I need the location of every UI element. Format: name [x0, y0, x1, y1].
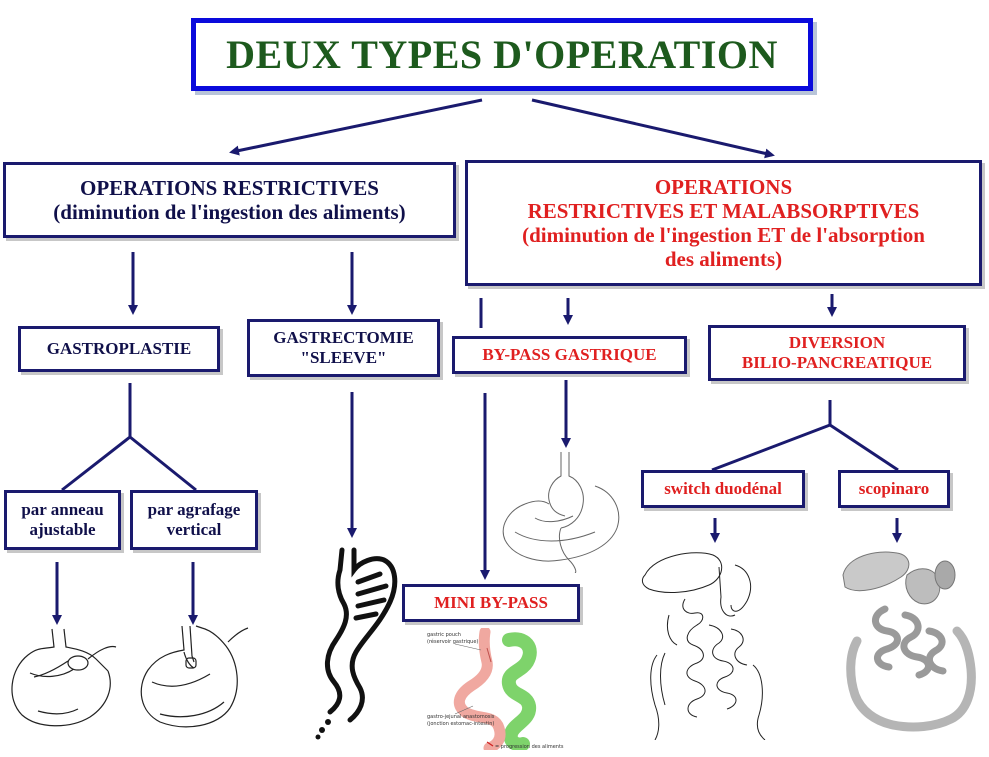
mini-pouch-label: gastric pouch: [427, 632, 461, 638]
anneau-label-line1: par anneau: [21, 500, 104, 520]
sleeve-label-line2: "SLEEVE": [300, 348, 387, 367]
anneau-box: par anneau ajustable: [4, 490, 121, 550]
agrafage-label-line1: par agrafage: [147, 500, 241, 520]
gastroplastie-branch-right: [129, 435, 197, 492]
bypass-box: BY-PASS GASTRIQUE: [452, 336, 687, 374]
mini-anastomosis-label: gastro-jejunal anastomosis: [427, 714, 495, 720]
sleeve-label-line1: GASTRECTOMIE: [273, 328, 414, 348]
sleeve-box: GASTRECTOMIE "SLEEVE": [247, 319, 440, 377]
switch-box: switch duodénal: [641, 470, 805, 508]
scopinaro-illustration: [842, 551, 976, 732]
stomach-ring-illustration: [11, 628, 117, 727]
restrictive-subtitle: (diminution de l'ingestion des aliments): [53, 200, 406, 224]
diagram-title: DEUX TYPES D'OPERATION: [191, 18, 813, 91]
mixed-subtitle-line2: des aliments): [664, 247, 783, 272]
diversion-box: DIVERSION BILIO-PANCREATIQUE: [708, 325, 966, 381]
agrafage-box: par agrafage vertical: [130, 490, 258, 550]
diversion-branch-right: [829, 423, 899, 472]
diversion-label-line1: DIVERSION: [788, 333, 886, 353]
gastroplastie-label: GASTROPLASTIE: [46, 339, 192, 359]
gastroplastie-box: GASTROPLASTIE: [18, 326, 220, 372]
mixed-title-line2: RESTRICTIVES ET MALABSORPTIVES: [527, 198, 920, 223]
mini-bypass-label: MINI BY-PASS: [434, 593, 548, 613]
mixed-operations-box: OPERATIONS RESTRICTIVES ET MALABSORPTIVE…: [465, 160, 982, 286]
liver-shape: [842, 551, 910, 592]
switch-duodenal-illustration: [641, 552, 766, 740]
sleeve-illustration: [315, 547, 398, 740]
mini-anastomosis-label-fr: (jonction estomac-intestin): [427, 721, 494, 727]
mini-bypass-illustration: gastric pouch (réservoir gastrique) gast…: [427, 628, 564, 750]
mixed-subtitle-line1: (diminution de l'ingestion ET de l'absor…: [522, 223, 925, 247]
gastroplastie-branch-left: [61, 435, 131, 492]
mini-pouch-label-fr: (réservoir gastrique): [427, 638, 478, 645]
agrafage-label-line2: vertical: [166, 520, 222, 539]
restrictive-operations-box: OPERATIONS RESTRICTIVES (diminution de l…: [3, 162, 456, 238]
stomach-stapled-illustration: [140, 625, 249, 728]
mini-flow-label: = progression des aliments: [495, 744, 564, 750]
diversion-branch-left: [711, 423, 831, 472]
pouch-shape: [453, 628, 506, 750]
mini-bypass-box: MINI BY-PASS: [402, 584, 580, 622]
bypass-illustration: [502, 452, 620, 573]
bypass-label: BY-PASS GASTRIQUE: [482, 345, 657, 365]
title-text: DEUX TYPES D'OPERATION: [226, 31, 778, 77]
small-intestine-shape: [501, 632, 537, 750]
scopinaro-label: scopinaro: [858, 479, 930, 499]
switch-label: switch duodénal: [664, 479, 782, 499]
arrow-title-to-restrictive: [229, 98, 483, 156]
scopinaro-box: scopinaro: [838, 470, 950, 508]
diversion-label-line2: BILIO-PANCREATIQUE: [741, 353, 933, 372]
arrow-title-to-mixed: [531, 98, 775, 159]
flow-arrow-icon: [486, 741, 494, 747]
anneau-label-line2: ajustable: [29, 520, 96, 539]
restrictive-title: OPERATIONS RESTRICTIVES: [80, 175, 379, 200]
mixed-title-line1: OPERATIONS: [654, 174, 793, 199]
stomach-shape: [905, 568, 941, 605]
